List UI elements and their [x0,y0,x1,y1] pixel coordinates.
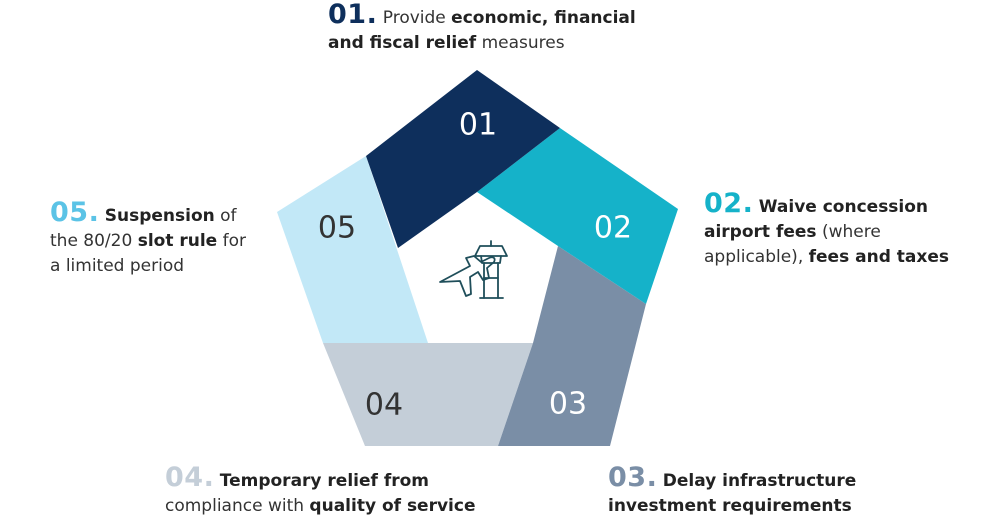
segment-05-label: 05 [318,211,356,246]
caption-05-text-4: a limited period [50,256,185,276]
caption-04-number: 04. [165,462,215,493]
segment-02 [477,128,678,304]
plane-and-control-tower-icon [439,240,508,299]
segment-04-label: 04 [365,388,403,423]
caption-01-bold: economic, financial [451,8,636,28]
caption-05-bold: Suspension [104,206,215,226]
caption-05-number: 05. [50,197,100,228]
caption-02-text-2: applicable), [704,247,809,267]
caption-01-text: Provide [382,8,452,28]
segment-05 [277,156,428,343]
segment-01-label: 01 [459,108,497,143]
segment-02-label: 02 [594,211,632,246]
segment-04 [323,343,533,446]
caption-04: 04. Temporary relief from compliance wit… [165,462,476,519]
segment-03-label: 03 [549,387,587,422]
caption-05-text-2: the 80/20 [50,231,138,251]
caption-02: 02. Waive concession airport fees (where… [704,188,949,270]
caption-01-bold-2: and fiscal relief [328,33,477,53]
caption-02-bold: Waive concession [758,197,929,217]
caption-03-bold: Delay infrastructure [662,471,857,491]
caption-05-bold-2: slot rule [137,231,218,251]
caption-02-number: 02. [704,188,754,219]
caption-05-text-3: for [217,231,246,251]
caption-05-text: of [214,206,237,226]
caption-03-number: 03. [608,462,658,493]
caption-04-bold: Temporary relief from [219,471,430,491]
caption-02-bold-3: fees and taxes [808,247,949,267]
caption-03-bold-2: investment requirements [608,496,852,516]
caption-02-bold-2: airport fees [704,222,817,242]
segment-03 [498,246,646,446]
caption-01-number: 01. [328,0,378,30]
caption-01: 01. Provide economic, financial and fisc… [328,0,636,56]
caption-01-text-2: measures [476,33,565,53]
caption-05: 05. Suspension of the 80/20 slot rule fo… [50,197,246,279]
caption-04-text: compliance with [165,496,310,516]
caption-04-bold-2: quality of service [309,496,476,516]
segment-01 [366,70,560,248]
caption-02-text: (where [816,222,881,242]
caption-03: 03. Delay infrastructure investment requ… [608,462,857,519]
